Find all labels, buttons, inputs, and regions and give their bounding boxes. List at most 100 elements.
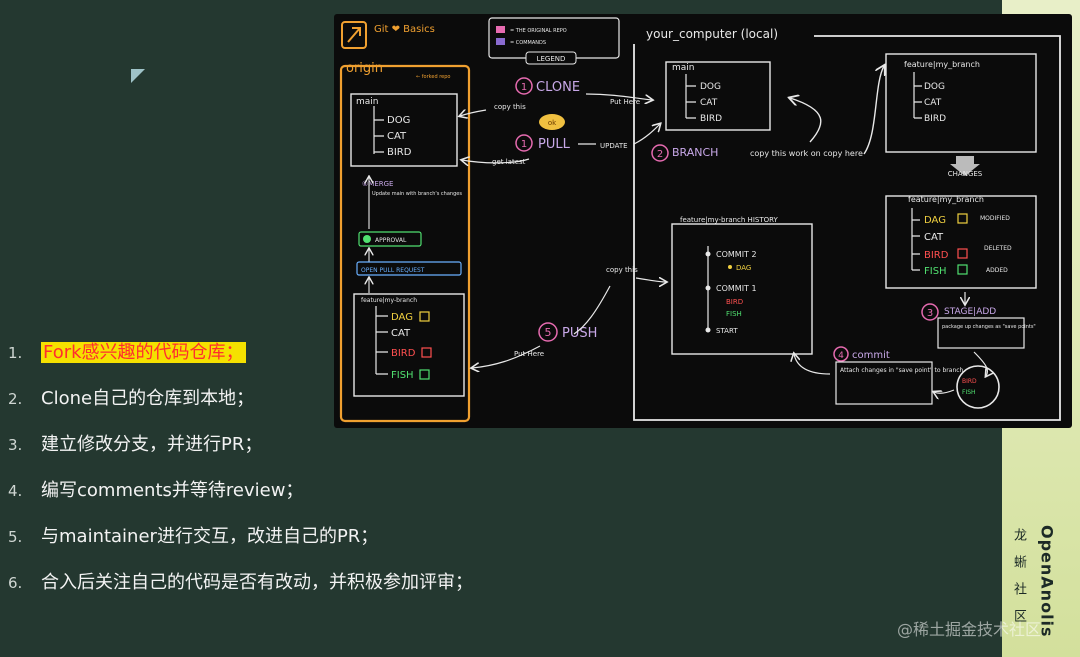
copy-this-label-2: copy this [606,266,638,274]
open-pr-label: OPEN PULL REQUEST [361,267,425,274]
feature-top-label: feature|my_branch [904,60,980,69]
changed-note: DELETED [984,245,1012,252]
clone-label: CLONE [536,80,580,95]
history-start: START [716,327,738,335]
git-basics-logo: Git ❤ Basics [341,21,435,49]
commit-number: 4 [838,351,844,361]
merge-note: Update main with branch's changes [372,191,462,197]
brand-name: OpenAnolis [1037,525,1057,638]
list-number: 5. [8,528,23,546]
history-commit1-del: BIRD [726,298,743,306]
changed-item: CAT [924,232,944,243]
history-title: feature|my-branch HISTORY [680,216,779,224]
history-commit2-detail: DAG [736,264,751,272]
feature-top-item: BIRD [924,114,946,124]
pull-number: 1 [521,139,527,150]
origin-repo: origin ← forked repo main DOG CAT BIRD ⑥… [339,61,471,423]
branch-label: BRANCH [672,146,718,159]
logo-title: Git ❤ Basics [374,24,435,35]
copy-this-label: copy this [494,103,526,111]
origin-branch-item: CAT [391,328,411,339]
list-number: 2. [8,390,23,408]
diagram-canvas: Git ❤ Basics = THE ORIGINAL REPO = COMMA… [339,17,1061,423]
changed-note: MODIFIED [980,215,1010,222]
update-label: UPDATE [600,142,628,150]
corner-triangle-icon [131,69,145,83]
approval-label: APPROVAL [375,237,407,244]
list-text: 建立修改分支，并进行PR； [41,434,263,455]
git-basics-diagram: Git ❤ Basics = THE ORIGINAL REPO = COMMA… [334,14,1072,428]
push-label: PUSH [562,326,597,341]
legend-line1: = THE ORIGINAL REPO [510,28,567,34]
changed-item: BIRD [924,250,949,261]
history-commit1-add: FISH [726,310,742,318]
stage-number: 3 [927,308,933,319]
list-item: 2. Clone自己的仓库到本地； [8,386,478,432]
put-here-label-2: Put Here [514,350,544,358]
local-main-item: DOG [700,82,721,92]
legend-label: LEGEND [537,55,566,63]
openanolis-logo: OpenAnolis [1032,525,1062,645]
copy-this-work-label: copy this work on copy here [750,149,863,158]
origin-branch-item: BIRD [391,348,416,359]
local-computer: your_computer (local) main DOG CAT BIRD … [472,27,1061,421]
history-commit1: COMMIT 1 [716,284,757,293]
list-text: Fork感兴趣的代码仓库； [41,342,246,363]
commit-label: commit [852,350,890,361]
branch-number: 2 [657,149,663,160]
steps-list: 1. Fork感兴趣的代码仓库； 2. Clone自己的仓库到本地； 3. 建立… [8,340,478,630]
list-text: 与maintainer进行交互，改进自己的PR； [41,526,379,547]
list-number: 6. [8,574,23,592]
computer-label: your_computer (local) [646,27,778,41]
ok-label: ok [548,119,557,127]
local-main-item: CAT [700,98,718,108]
origin-main-item: BIRD [387,147,412,158]
list-number: 3. [8,436,23,454]
list-item: 3. 建立修改分支，并进行PR； [8,432,478,478]
history-commit2: COMMIT 2 [716,250,757,259]
origin-branch-item: DAG [391,312,413,323]
feature-top-item: CAT [924,98,942,108]
feature-top-item: DOG [924,82,945,92]
circle-fish: FISH [962,389,976,396]
commit-note: Attach changes in "save point" to branch [840,367,964,374]
list-text: Clone自己的仓库到本地； [41,388,255,409]
legend: = THE ORIGINAL REPO = COMMANDS LEGEND [488,17,620,65]
clone-number: 1 [521,82,527,93]
put-here-label: Put Here [610,98,640,106]
legend-line2: = COMMANDS [510,40,546,46]
list-item: 6. 合入后关注自己的代码是否有改动，并积极参加评审； [8,570,478,630]
clone-command: 1 CLONE copy this Put Here [460,77,652,116]
origin-main-label: main [356,97,379,107]
changes-label: CHANGES [948,170,983,178]
list-number: 1. [8,344,23,362]
pull-command: 1 PULL UPDATE get latest [462,124,660,166]
push-number: 5 [545,326,552,339]
circle-bird: BIRD [962,378,977,385]
changed-item: DAG [924,215,946,226]
changed-note: ADDED [986,267,1008,274]
feature-changed-label: feature|my_branch [908,195,984,204]
list-text: 编写comments并等待review； [41,480,304,501]
origin-note: ← forked repo [416,74,450,80]
ok-badge: ok [539,114,565,130]
origin-main-item: CAT [387,131,407,142]
list-number: 4. [8,482,23,500]
list-item: 4. 编写comments并等待review； [8,478,478,524]
list-text: 合入后关注自己的代码是否有改动，并积极参加评审； [41,572,473,593]
stage-note: package up changes as "save points" [942,324,1036,330]
local-main-label: main [672,63,695,73]
merge-label: ⑥MERGE [362,180,393,188]
list-item: 1. Fork感兴趣的代码仓库； [8,340,478,386]
origin-label: origin [346,61,383,76]
local-main-item: BIRD [700,114,722,124]
list-item: 5. 与maintainer进行交互，改进自己的PR； [8,524,478,570]
watermark: @稀土掘金技术社区 [897,620,1042,639]
origin-branch-item: FISH [391,370,414,381]
stage-label: STAGE|ADD [944,307,996,317]
changed-item: FISH [924,266,947,277]
pull-label: PULL [538,137,571,152]
brand-cn-name: 龙蜥社区 [1011,528,1026,636]
origin-main-item: DOG [387,115,410,126]
origin-branch-label: feature|my-branch [361,297,417,304]
